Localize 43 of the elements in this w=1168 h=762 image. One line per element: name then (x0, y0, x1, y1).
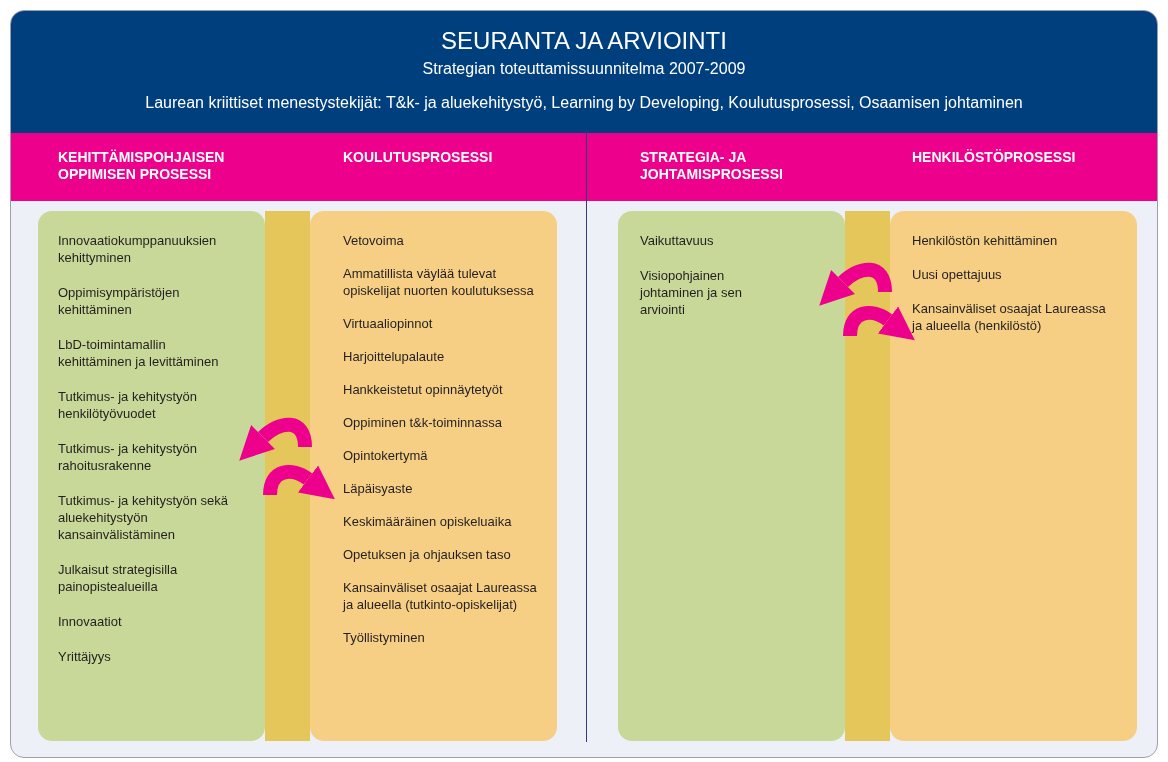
indicator-text: Opetuksen ja ohjauksen taso (343, 546, 512, 563)
indicator-text: LbD-toimintamallin kehittäminen ja levittäminen (58, 336, 220, 370)
indicator-text: Vaikuttavuus (640, 232, 715, 249)
indicator-text: Oppimisympäristöjen kehittäminen (58, 284, 181, 318)
curved-arrow (237, 417, 312, 460)
overlap-band (265, 211, 310, 741)
indicator-text: Tutkimus- ja kehitystyön sekä aluekehitystyön kansainvälistäminen (58, 492, 230, 543)
indicator-text: Virtuaaliopinnot (343, 315, 434, 332)
indicator-text: Kansainväliset osaajat Laureassa ja alueella (tutkinto-opiskelijat) (343, 579, 538, 613)
indicator-text: Läpäisyaste (343, 480, 414, 497)
indicator-text: Työllistyminen (343, 629, 426, 646)
indicator-text: Tutkimus- ja kehitystyön henkilötyövuodet (58, 388, 198, 422)
indicator-text: Uusi opettajuus (912, 266, 1003, 283)
column-heading: HENKILÖSTÖPROSESSI (912, 149, 1077, 166)
header-note: Laurean kriittiset menestystekijät: T&k- ja aluekehitystyö, Learning by Developing, Koulutusprosessi, Osaamisen johtaminen (145, 93, 1023, 113)
indicator-text: Tutkimus- ja kehitystyön rahoitusrakenne (58, 440, 198, 474)
indicator-text: Henkilöstön kehittäminen (912, 232, 1059, 249)
indicator-text: Keskimääräinen opiskeluaika (343, 513, 513, 530)
indicator-text: Opintokertymä (343, 447, 429, 464)
curved-arrow (817, 262, 892, 305)
indicator-text: Innovaatiot (58, 613, 123, 630)
curved-arrow (843, 305, 917, 339)
indicator-text: Ammatillista väylää tulevat opiskelijat nuorten koulutuksessa (343, 265, 535, 299)
column-heading: KEHITTÄMISPOHJAISEN OPPIMISEN PROSESSI (58, 149, 226, 183)
indicator-panel (618, 211, 845, 741)
column-heading: KOULUTUSPROSESSI (343, 149, 494, 166)
indicator-panel (890, 211, 1137, 741)
indicator-panel (310, 211, 557, 741)
subtitle: Strategian toteuttamissuunnitelma 2007-2009 (422, 59, 746, 79)
column-heading: STRATEGIA- JA JOHTAMISPROSESSI (640, 149, 784, 183)
indicator-text: Kansainväliset osaajat Laureassa ja alueella (henkilöstö) (912, 300, 1107, 334)
indicator-text: Visiopohjainen johtaminen ja sen arviointi (640, 267, 743, 318)
title: SEURANTA JA ARVIOINTI (441, 26, 727, 56)
indicator-text: Harjoittelupalaute (343, 348, 446, 365)
indicator-text: Julkaisut strategisilla painopistealueilla (58, 561, 179, 595)
curved-arrow (263, 464, 337, 498)
indicator-text: Vetovoima (343, 232, 405, 249)
overlap-band (845, 211, 890, 741)
indicator-text: Oppiminen t&k-toiminnassa (343, 414, 503, 431)
indicator-text: Yrittäjyys (58, 648, 112, 665)
indicator-text: Innovaatiokumppanuuksien kehittyminen (58, 232, 218, 266)
indicator-panel (38, 211, 265, 741)
indicator-text: Hankkeistetut opinnäytetyöt (343, 381, 504, 398)
